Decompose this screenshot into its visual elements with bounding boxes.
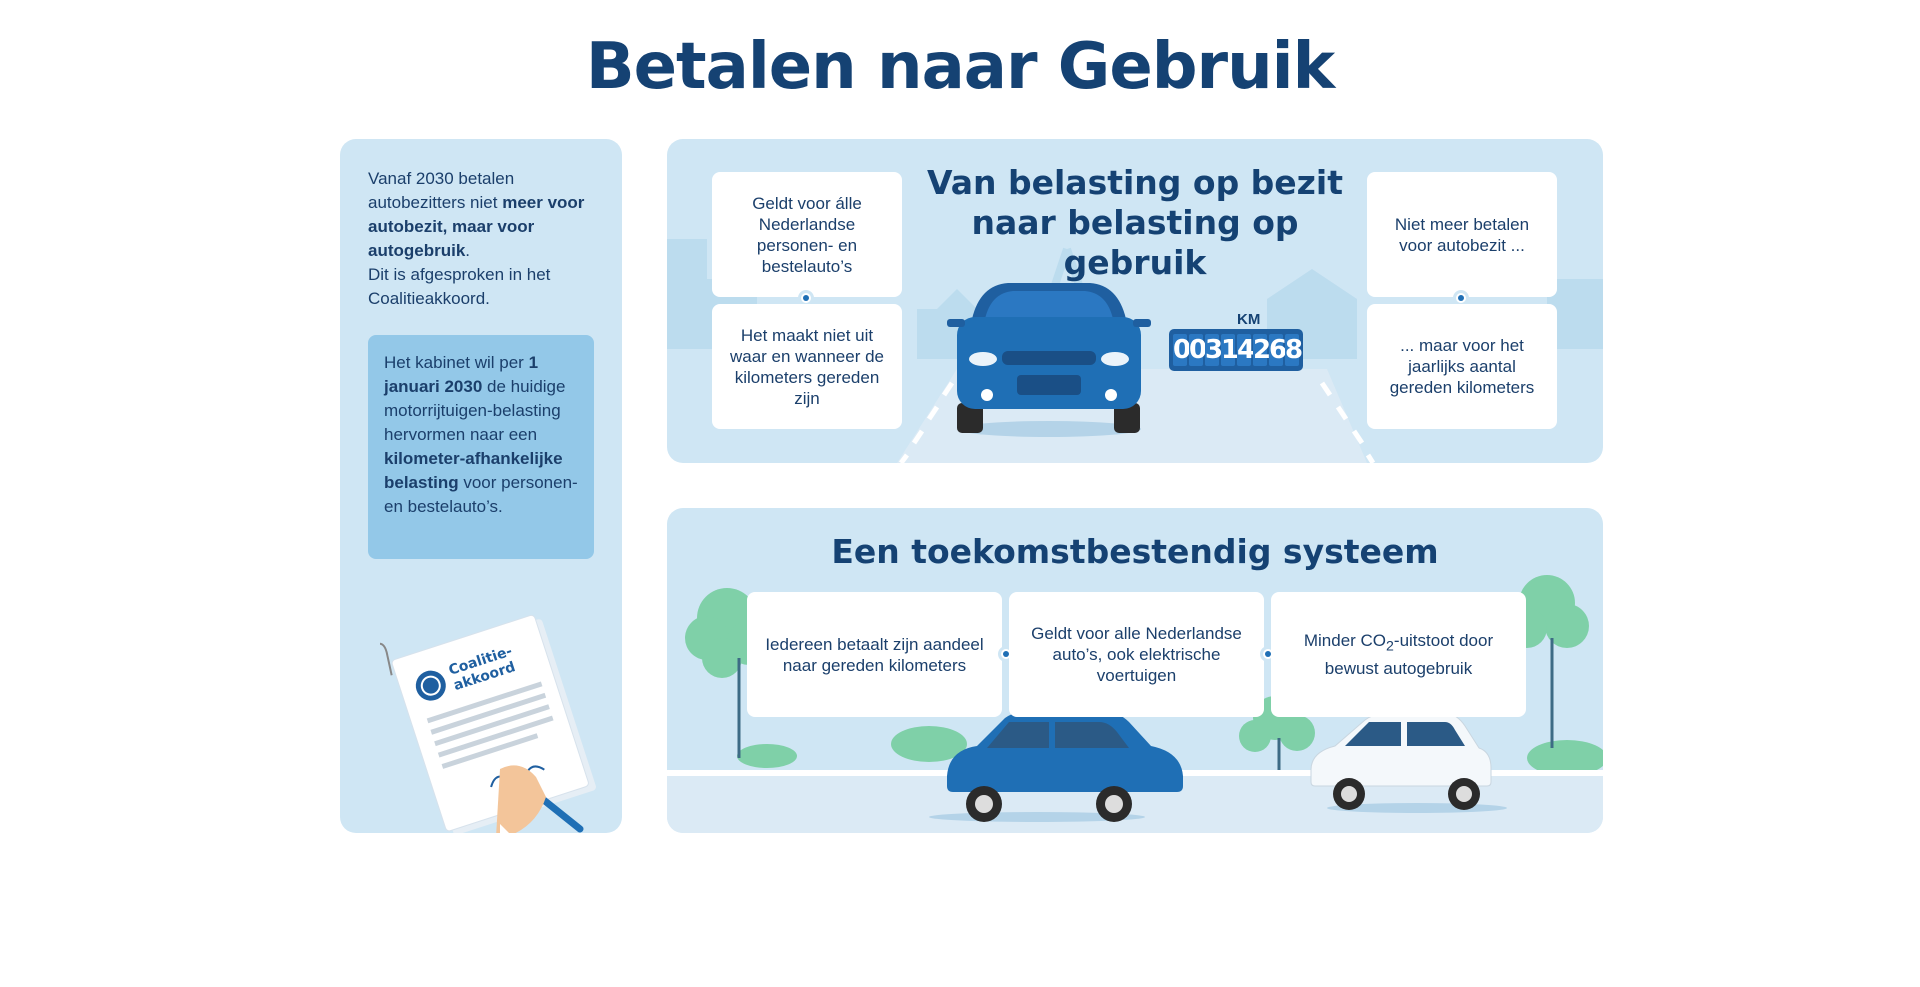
street-scene-illustration: [667, 575, 1603, 833]
card-text: Minder CO2-uitstoot door bewust autogebr…: [1283, 630, 1514, 678]
intro-text-part: Vanaf 2030 betalen autobezitters niet: [368, 169, 515, 212]
box-text-part: Het kabinet wil per: [384, 353, 529, 372]
bottom-panel-heading: Een toekomstbestendig systeem: [831, 532, 1439, 571]
card-text-part: Minder CO: [1303, 631, 1387, 651]
intro-text-part: .: [465, 241, 471, 260]
box-text-part: de huidige motorrijtuigen-belasting herv…: [384, 377, 566, 444]
box-text-part: voor personen- en bestelauto’s.: [384, 473, 578, 516]
odometer-digit: 2: [1253, 334, 1272, 366]
intro-text-bold: meer voor autobezit, maar voor autogebru…: [368, 193, 585, 260]
km-label: KM: [1237, 311, 1261, 328]
odometer-digit: 0: [1189, 334, 1208, 366]
co2-subscript: 2: [1386, 638, 1394, 655]
info-card-alle-auto: Geldt voor álle Nederlandse personen- en…: [712, 172, 902, 297]
box-text-bold: kilometer-afhankelijke belasting: [384, 449, 563, 492]
info-card-gereden-km: ... maar voor het jaarlijks aantal gered…: [1367, 304, 1557, 429]
heading-line: naar belasting op gebruik: [971, 203, 1299, 282]
road-scene-illustration: [667, 239, 1603, 463]
toekomstbestendig-panel: Een toekomstbestendig systeem Iedereen b…: [667, 508, 1603, 833]
kabinet-info-box: Het kabinet wil per 1 januari 2030 de hu…: [368, 335, 594, 559]
odometer-digit: 4: [1237, 334, 1256, 366]
info-card-waar-wanneer: Het maakt niet uit waar en wanneer de ki…: [712, 304, 902, 429]
odometer-digit: 3: [1205, 334, 1224, 366]
left-info-panel: Vanaf 2030 betalen autobezitters niet me…: [340, 139, 622, 833]
info-card-alle-voertuigen: Geldt voor alle Nederlandse auto’s, ook …: [1009, 592, 1264, 717]
odometer-digit: 0: [1173, 334, 1192, 366]
info-card-minder-uitstoot: Minder CO2-uitstoot door bewust autogebr…: [1271, 592, 1526, 717]
coalition-agreement-document-illustration: Coalitie- akkoord: [380, 614, 596, 833]
box-text-bold: 1 januari 2030: [384, 353, 539, 396]
odometer-digit: 6: [1269, 334, 1288, 366]
page-title: Betalen naar Gebruik: [585, 30, 1335, 104]
info-card-niet-meer-bezit: Niet meer betalen voor autobezit ...: [1367, 172, 1557, 297]
heading-line: Van belasting op bezit: [927, 163, 1343, 202]
odometer-digit: 8: [1285, 334, 1304, 366]
top-panel-heading: Van belasting op bezit naar belasting op…: [917, 163, 1353, 283]
intro-text-part: Dit is afgesproken in het Coalitieakkoor…: [368, 265, 551, 308]
info-card-eigen-aandeel: Iedereen betaalt zijn aandeel naar gered…: [747, 592, 1002, 717]
card-text-part: -uitstoot door bewust autogebruik: [1324, 631, 1494, 678]
bezit-naar-gebruik-panel: Van belasting op bezit naar belasting op…: [667, 139, 1603, 463]
odometer-digit: 1: [1221, 334, 1240, 366]
intro-text: Vanaf 2030 betalen autobezitters niet me…: [368, 167, 608, 311]
